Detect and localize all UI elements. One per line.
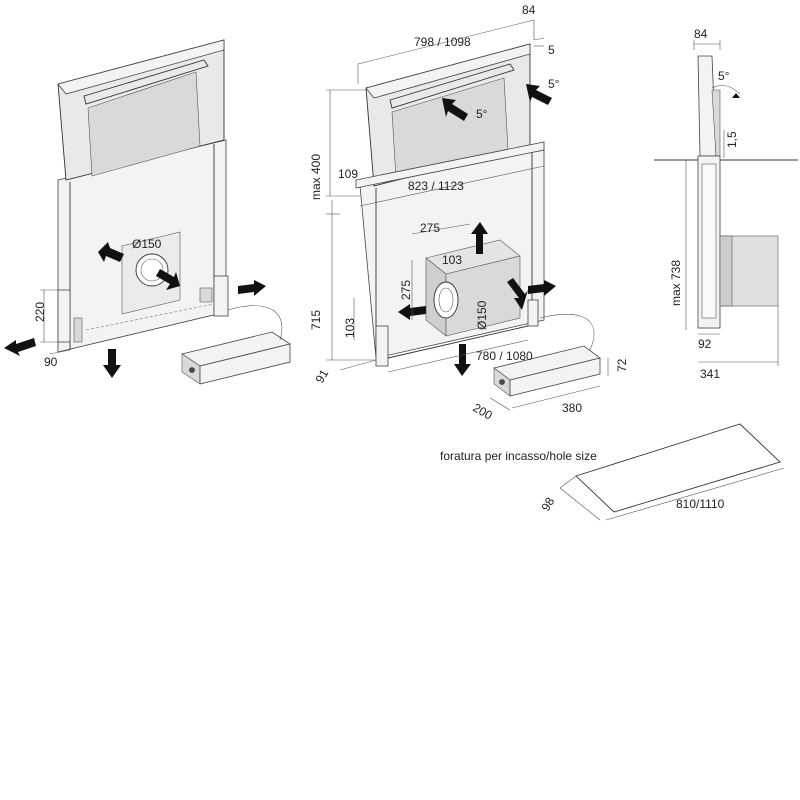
dim-left-height: 220 xyxy=(33,302,47,322)
dim-motor-depth: 200 xyxy=(471,400,496,422)
dim-top-depth: 84 xyxy=(522,3,536,17)
dim-lower-depth: 103 xyxy=(343,318,357,338)
dim-motor-length: 380 xyxy=(562,401,582,415)
side-view: 84 5° 1,5 max 738 92 341 xyxy=(654,27,798,381)
dim-motor-height: 72 xyxy=(615,358,629,372)
dim-box-height-side: 275 xyxy=(399,280,413,300)
dim-box-depth-upper: 103 xyxy=(442,253,462,267)
dim-hole-depth: 98 xyxy=(538,495,557,514)
dim-side-max: max 738 xyxy=(669,260,683,306)
dim-lower-height: 715 xyxy=(309,310,323,330)
dim-hole-width: 810/1110 xyxy=(676,497,725,511)
dim-side-angle: 5° xyxy=(718,69,730,83)
dim-body-width: 823 / 1123 xyxy=(408,179,464,193)
dim-angle-right: 5° xyxy=(548,77,560,91)
dim-side-total: 341 xyxy=(700,367,720,381)
dim-left-duct: Ø150 xyxy=(132,237,162,251)
dim-angle-front: 5° xyxy=(476,107,488,121)
dim-side-bottom: 92 xyxy=(698,337,712,351)
dim-side-top: 84 xyxy=(694,27,708,41)
dim-top-gap: 5 xyxy=(548,43,555,57)
dim-box-height-upper: 275 xyxy=(420,221,440,235)
dim-left-depth: 90 xyxy=(44,355,58,369)
dim-body-depth: 109 xyxy=(338,167,358,181)
hole-size-label: foratura per incasso/hole size xyxy=(440,449,597,463)
middle-view: 798 / 1098 84 5 xyxy=(309,3,629,423)
hole-size-view: foratura per incasso/hole size 98 810/11… xyxy=(440,423,785,521)
dim-duct-center: Ø150 xyxy=(475,300,489,330)
dim-side-gap: 1,5 xyxy=(725,131,739,148)
dim-top-width: 798 / 1098 xyxy=(414,35,471,49)
left-view: 220 90 Ø150 xyxy=(4,39,291,385)
dim-foot-depth: 91 xyxy=(312,367,331,386)
dim-base-width: 780 / 1080 xyxy=(476,349,533,363)
dim-max-height: max 400 xyxy=(309,154,323,200)
